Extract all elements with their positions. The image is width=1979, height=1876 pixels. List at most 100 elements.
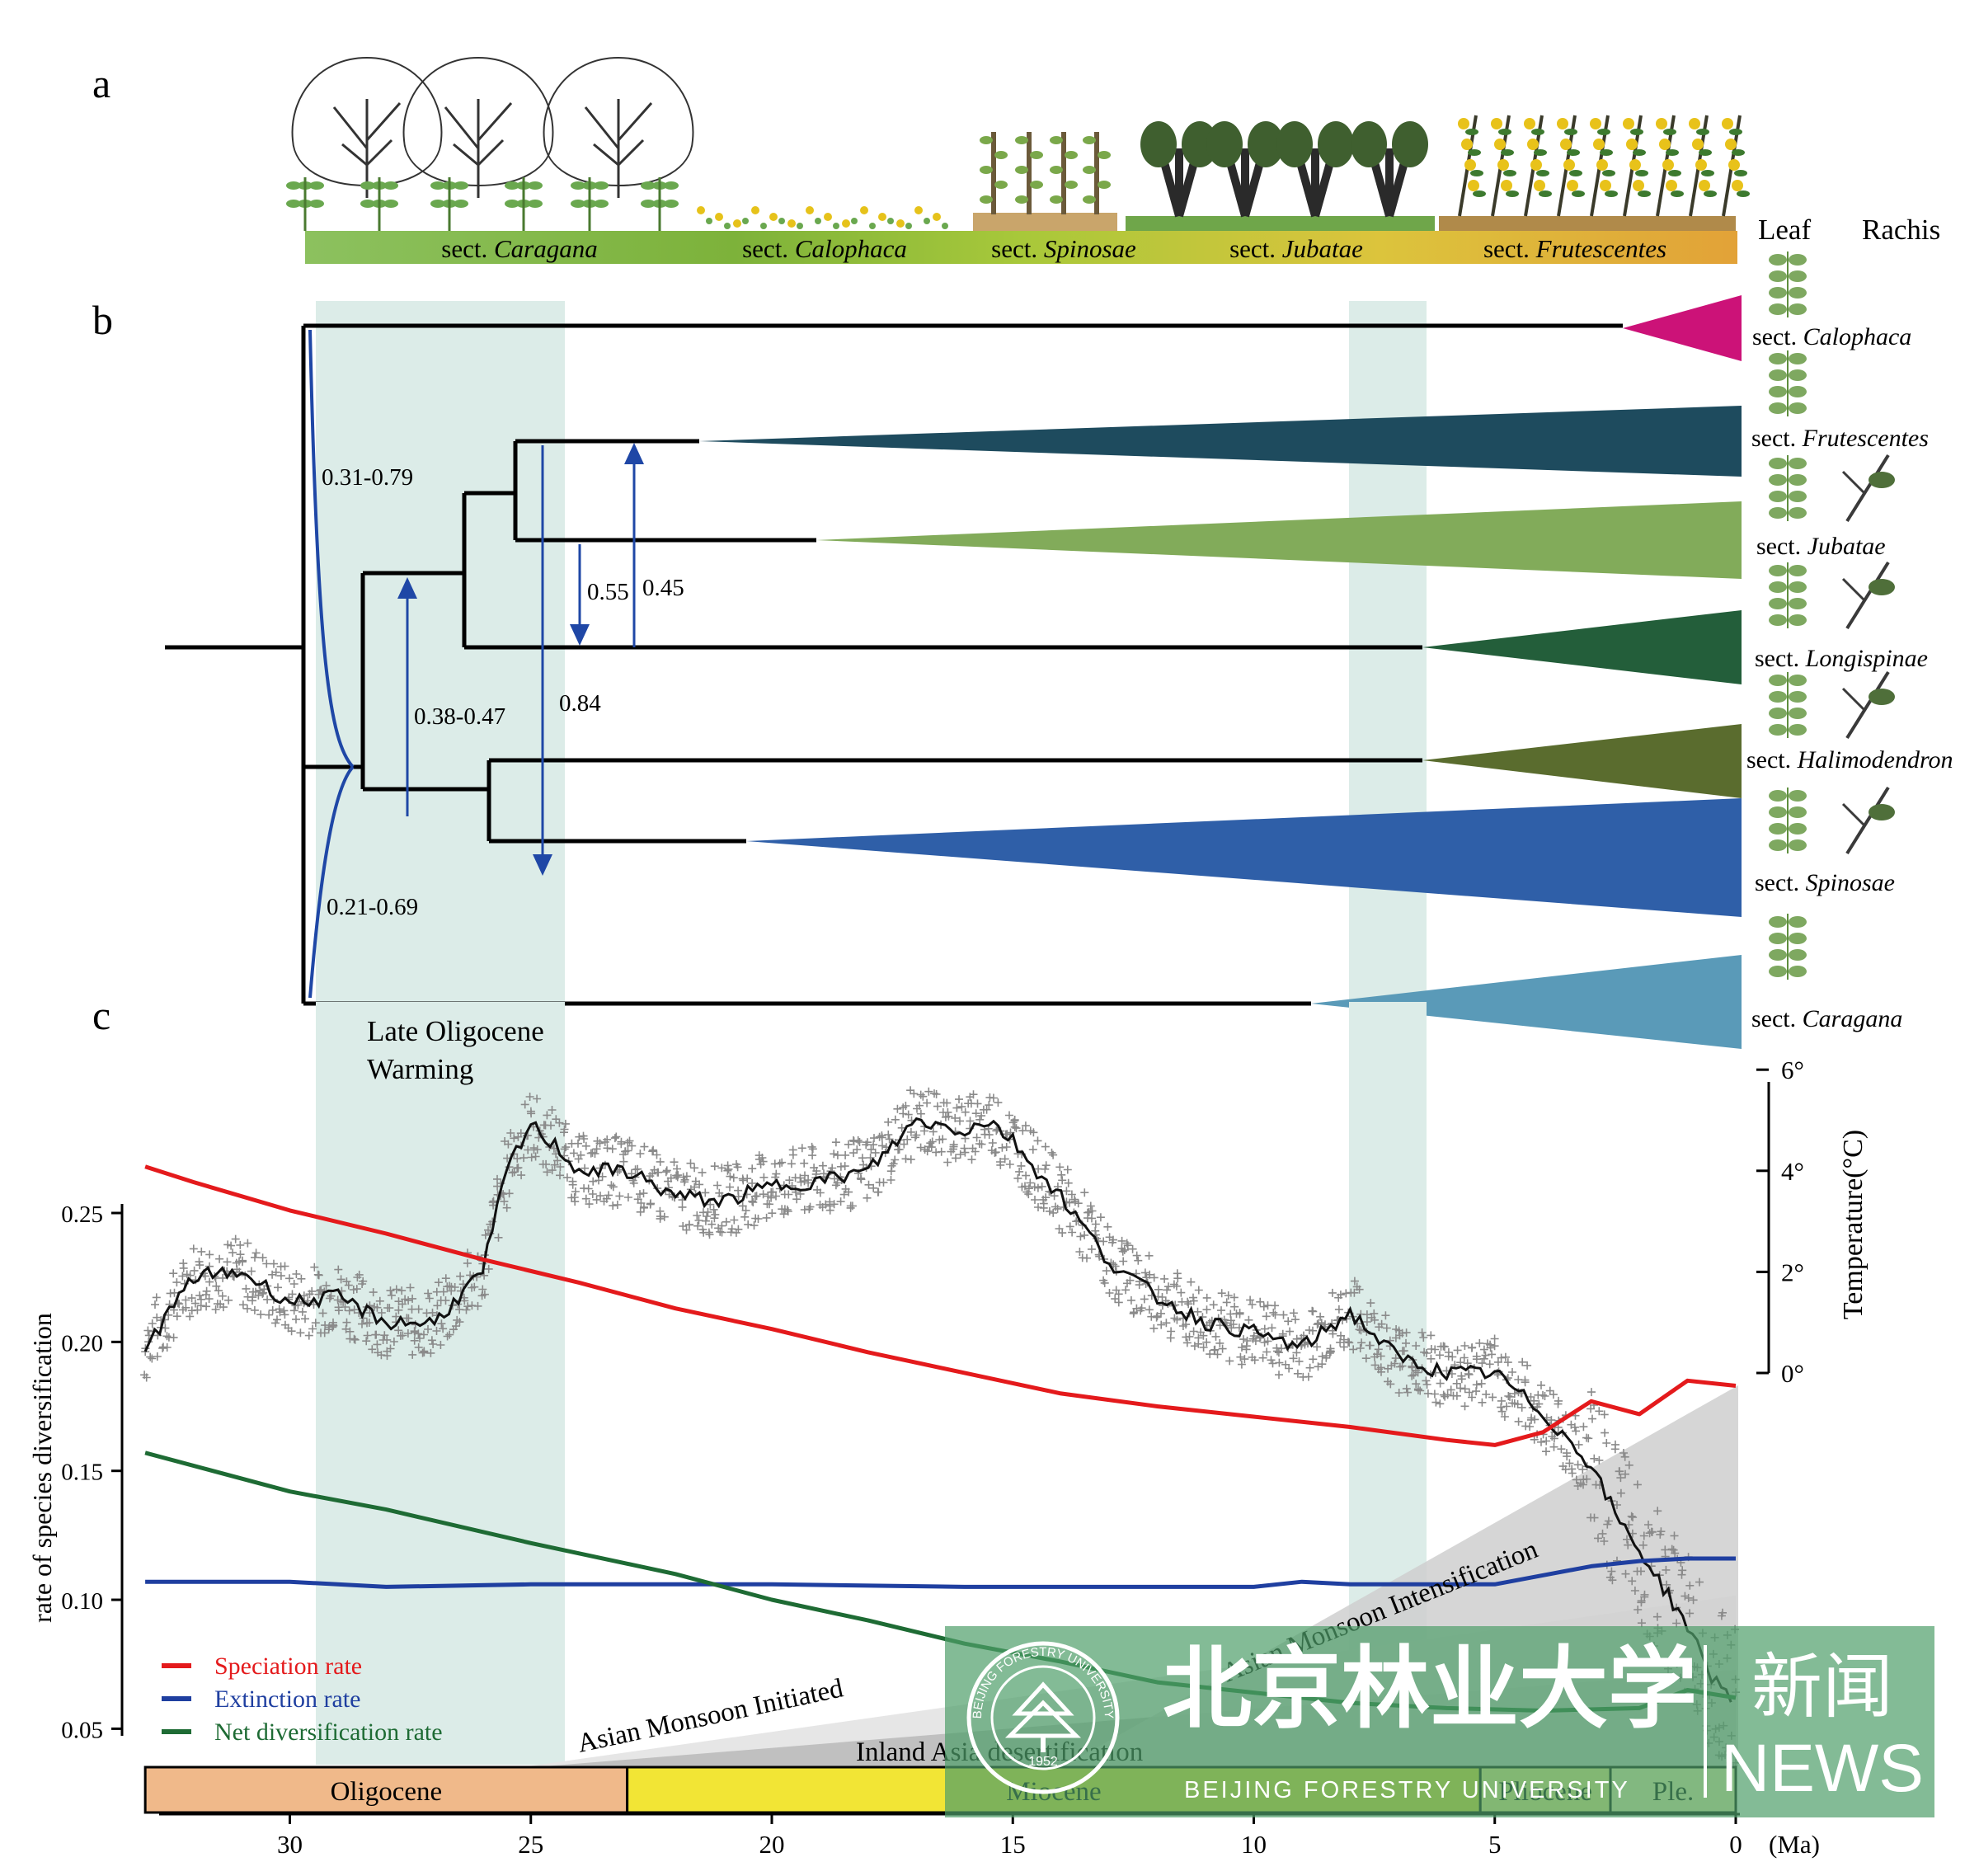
flowering-shrub-sketch	[1491, 115, 1519, 217]
temperature-record	[140, 1086, 1741, 1769]
x-tick-label: 20	[759, 1830, 785, 1859]
leaf-icon-halimodendron	[1769, 672, 1807, 738]
section-label-jubatae: sect. Jubatae	[1229, 234, 1363, 263]
clade-label-spinosae: sect. Spinosae	[1755, 869, 1895, 896]
epoch-label: Oligocene	[331, 1777, 443, 1807]
flower	[860, 206, 868, 214]
y2-tick-label: 6°	[1781, 1056, 1804, 1084]
rachis-icon-spinosae	[1841, 786, 1895, 855]
y-tick-label: 0.05	[61, 1717, 103, 1743]
rachis-icon-halimodendron	[1841, 670, 1895, 740]
section-label-frutescentes: sect. Frutescentes	[1483, 234, 1666, 263]
tree-sketch-3	[543, 56, 694, 198]
series-line-1	[144, 1164, 1737, 1447]
panel-a-label: a	[92, 60, 110, 106]
flower	[697, 206, 705, 214]
leaflet	[869, 223, 876, 229]
clade-label-caragana-name: Caragana	[1803, 1005, 1903, 1032]
leaflet	[887, 218, 894, 224]
section-label-spinosae-prefix: sect.	[991, 234, 1044, 263]
leaf-icon-jubatae	[1769, 455, 1807, 521]
clade-label-caragana: sect. Caragana	[1751, 1005, 1902, 1032]
watermark-news-cn: 新闻	[1751, 1646, 1893, 1728]
clade-label-spinosae-prefix: sect.	[1755, 869, 1806, 896]
section-label-caragana-name: Caragana	[494, 234, 598, 263]
clade-label-frutescentes: sect. Frutescentes	[1751, 425, 1929, 452]
rachis-icon-longispinae	[1841, 561, 1895, 630]
y-tick-label: 0.10	[61, 1588, 103, 1615]
flowering-shrub-sketch	[1557, 115, 1585, 217]
leaflet	[742, 218, 749, 224]
support-value-6: 0.45	[642, 575, 684, 601]
flowering-shrub-sketch	[1524, 115, 1552, 217]
section-label-caragana-prefix: sect.	[441, 234, 494, 263]
flowering-shrub-sketch	[1623, 115, 1651, 217]
dark-shrub-sketch	[1140, 121, 1218, 218]
x-tick-label: 5	[1488, 1830, 1502, 1859]
clade-label-spinosae-name: Spinosae	[1806, 869, 1895, 896]
clade-label-caragana-prefix: sect.	[1751, 1005, 1803, 1032]
legend-label-3: Net diversification rate	[214, 1718, 443, 1746]
y2-tick-label: 4°	[1781, 1157, 1804, 1186]
x-tick-label: 25	[518, 1830, 543, 1859]
clade-triangle-spinosae	[746, 798, 1742, 917]
y-tick-label: 0.20	[61, 1330, 103, 1356]
event-label-warming-2: Warming	[367, 1053, 473, 1085]
flower	[751, 206, 759, 214]
oligocene-warming-band-tree	[316, 301, 565, 1002]
spiny-shrub-sketch	[1083, 132, 1111, 214]
clade-label-jubatae-prefix: sect.	[1756, 533, 1807, 560]
panel-a-plants	[286, 56, 1750, 231]
section-label-spinosae: sect. Spinosae	[991, 234, 1136, 263]
clade-triangle-longispinae	[1422, 610, 1742, 684]
flower	[806, 206, 814, 214]
shrub-sketch-4	[505, 177, 543, 231]
clade-triangle-halimodendron	[1422, 724, 1742, 798]
legend-label-2: Extinction rate	[214, 1686, 360, 1713]
dark-shrub-sketch	[1276, 121, 1354, 218]
watermark-univ-en: BEIJING FORESTRY UNIVERSITY	[1184, 1777, 1630, 1803]
y-tick-label: 0.15	[61, 1460, 103, 1486]
flower	[933, 213, 941, 221]
y-axis-title: rate of species diversification	[27, 1313, 57, 1623]
section-label-caragana: sect. Caragana	[441, 234, 597, 263]
leaf-header: Leaf	[1758, 214, 1811, 246]
y2-axis-title: Temperature(°C)	[1838, 1130, 1869, 1319]
shrub-sketch-2	[360, 177, 398, 231]
ground-strip-jubatae	[1126, 216, 1435, 231]
leaflet	[797, 223, 803, 229]
flowering-shrub-sketch	[1722, 115, 1750, 217]
seal-year: 1952	[1028, 1755, 1058, 1769]
clade-triangle-frutescentes	[699, 406, 1742, 477]
leaflet	[815, 218, 821, 224]
section-label-calophaca-name: Calophaca	[795, 234, 907, 263]
hybrid-curve-lower	[308, 765, 355, 999]
leaflet	[924, 218, 930, 224]
epoch-box	[143, 1766, 629, 1814]
shrub-sketch-5	[571, 177, 609, 231]
spiny-shrub-sketch	[980, 132, 1008, 214]
flowering-shrub-sketch	[1590, 115, 1618, 217]
clade-triangle-calophaca	[1623, 295, 1742, 361]
section-label-jubatae-name: Jubatae	[1282, 234, 1363, 263]
support-value-2: 0.21-0.69	[327, 894, 418, 920]
flowering-shrub-sketch	[1689, 115, 1717, 217]
shrub-sketch-1	[286, 177, 324, 231]
support-value-3: 0.38-0.47	[414, 703, 505, 730]
panel-c-label: c	[92, 992, 110, 1038]
clade-triangles	[699, 295, 1742, 1049]
x-axis-unit: (Ma)	[1769, 1830, 1820, 1859]
temperature-mean-line	[143, 1117, 1732, 1703]
event-label-warming-1: Late Oligocene	[367, 1015, 544, 1047]
y2-tick-label: 2°	[1781, 1258, 1804, 1286]
watermark-news-en: NEWS	[1721, 1731, 1924, 1806]
y-tick-label: 0.25	[61, 1201, 103, 1228]
hybrid-curve-upper	[308, 329, 355, 769]
ground-strip-frutescentes	[1439, 216, 1736, 231]
clade-label-jubatae: sect. Jubatae	[1756, 533, 1886, 560]
clade-triangle-jubatae	[816, 501, 1742, 579]
leaflet	[724, 223, 731, 229]
